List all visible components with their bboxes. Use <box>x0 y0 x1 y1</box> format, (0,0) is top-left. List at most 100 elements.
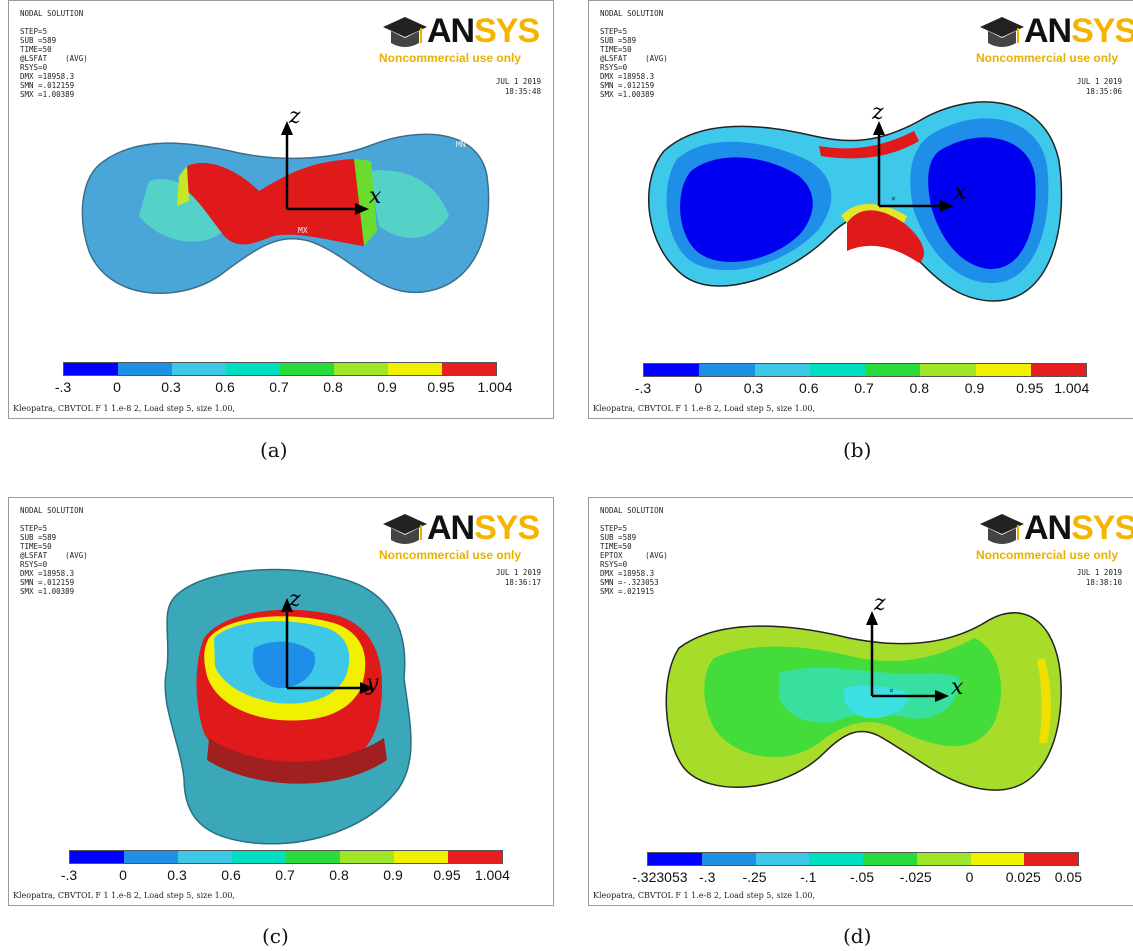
caption-a: (a) <box>260 438 288 462</box>
stat-line: SMX =1.00389 <box>20 587 75 596</box>
ansys-wordmark: ANSYS <box>427 509 540 547</box>
graduation-cap-icon <box>383 17 427 47</box>
graduation-cap-icon <box>383 514 427 544</box>
node-marker: × <box>889 686 894 695</box>
color-legend-bar <box>69 850 503 864</box>
solution-header: NODAL SOLUTION <box>20 506 84 515</box>
date-stamp: JUL 1 2019 <box>495 568 541 577</box>
legend-swatch <box>699 364 755 376</box>
legend-tick: 0.7 <box>275 867 295 883</box>
x-axis-label: x <box>954 180 967 205</box>
legend-swatch <box>755 853 810 865</box>
ansys-logo: ANSYS Noncommercial use only <box>976 11 1133 71</box>
stat-line: SMN =-.323053 <box>600 578 659 587</box>
axis-triad: z x <box>871 100 967 212</box>
solution-header: NODAL SOLUTION <box>600 9 664 18</box>
footer-note: Kleopatra, CBVTOL F 1 1.e-8 2, Load step… <box>593 404 815 413</box>
z-axis-label: z <box>288 587 301 612</box>
stat-line: TIME=50 <box>600 542 632 551</box>
legend-tick: 0.95 <box>1016 380 1044 396</box>
y-axis-label: y <box>365 671 379 696</box>
green-region <box>354 159 377 246</box>
model-plot: MX MN z x <box>81 104 490 294</box>
legend-swatch <box>863 853 917 865</box>
stat-line: @LSFAT (AVG) <box>600 54 668 63</box>
legend-swatch <box>701 853 756 865</box>
legend-tick: -.3 <box>60 867 78 883</box>
logo-caption: Noncommercial use only <box>379 548 522 562</box>
caption-b: (b) <box>843 438 872 462</box>
legend-swatch <box>70 851 124 863</box>
time-stamp: 18:36:17 <box>504 578 541 587</box>
legend-tick: 0.025 <box>1005 869 1041 885</box>
mx-marker: MX <box>298 226 308 235</box>
legend-swatch <box>1030 364 1086 376</box>
stat-line: STEP=5 <box>20 524 48 533</box>
panel-b: NODAL SOLUTION STEP=5 SUB =589 TIME=50 @… <box>588 0 1133 419</box>
stat-line: SUB =589 <box>600 36 637 45</box>
time-stamp: 18:38:10 <box>1085 578 1122 587</box>
legend-swatch <box>448 851 502 863</box>
dark-red-band <box>207 738 387 784</box>
legend-tick: 0.8 <box>323 379 343 395</box>
legend-tick: 0.9 <box>964 380 985 396</box>
legend-tick: 0 <box>119 867 127 883</box>
stat-line: SMX =1.00389 <box>20 90 75 99</box>
x-axis-label: x <box>369 184 382 209</box>
legend-swatch <box>644 364 700 376</box>
legend-tick: 0.6 <box>799 380 819 396</box>
axis-triad: z y <box>281 587 379 696</box>
legend-tick: 0.7 <box>854 380 874 396</box>
stat-line: SMN =.012159 <box>600 81 655 90</box>
logo-caption: Noncommercial use only <box>379 51 522 65</box>
legend-swatch <box>754 364 810 376</box>
date-stamp: JUL 1 2019 <box>1076 568 1122 577</box>
graduation-cap-icon <box>980 514 1024 544</box>
legend-tick: 0.05 <box>1054 869 1083 885</box>
stat-line: @LSFAT (AVG) <box>20 54 88 63</box>
stat-line: SUB =589 <box>20 36 57 45</box>
stat-line: DMX =18958.3 <box>20 569 75 578</box>
legend-tick: 0.8 <box>329 867 349 883</box>
legend-swatch <box>865 364 921 376</box>
footer-note: Kleopatra, CBVTOL F 1 1.e-8 2, Load step… <box>13 891 235 900</box>
legend-ticks: -.3 0 0.3 0.6 0.7 0.8 0.9 0.95 1.004 <box>635 380 1089 396</box>
legend-swatch <box>809 853 863 865</box>
stats-block: STEP=5 SUB =589 TIME=50 @LSFAT (AVG) RSY… <box>600 27 668 99</box>
legend-tick: 0.95 <box>433 867 461 883</box>
legend-tick: -.1 <box>800 869 817 885</box>
legend-swatch <box>172 363 226 375</box>
legend-tick: -.25 <box>742 869 767 885</box>
legend-swatch <box>340 851 394 863</box>
stat-line: SMN =.012159 <box>20 578 75 587</box>
legend-swatch <box>286 851 340 863</box>
legend-swatch <box>334 363 388 375</box>
legend-tick: 0.3 <box>743 380 764 396</box>
stats-block: STEP=5 SUB =589 TIME=50 EPTOX (AVG) RSYS… <box>600 524 668 596</box>
color-legend-bar <box>643 363 1087 377</box>
legend-ticks: -.3 0 0.3 0.6 0.7 0.8 0.9 0.95 1.004 <box>61 867 510 883</box>
stat-line: DMX =18958.3 <box>600 569 655 578</box>
stat-line: DMX =18958.3 <box>20 72 75 81</box>
legend-tick: 0.9 <box>383 867 403 883</box>
time-stamp: 18:35:06 <box>1085 87 1122 96</box>
stat-line: STEP=5 <box>600 524 628 533</box>
legend-swatch <box>916 853 971 865</box>
legend-swatch <box>124 851 178 863</box>
stat-line: STEP=5 <box>600 27 628 36</box>
legend-swatch <box>388 363 442 375</box>
panel-d: NODAL SOLUTION STEP=5 SUB =589 TIME=50 E… <box>588 497 1133 906</box>
mn-marker: MN <box>456 140 466 149</box>
legend-tick: 0.6 <box>215 379 235 395</box>
legend-swatch <box>118 363 172 375</box>
stat-line: SMX =1.00389 <box>600 90 655 99</box>
stat-line: EPTOX (AVG) <box>600 551 668 560</box>
red-region <box>187 159 366 246</box>
deep-blue-region <box>680 157 813 263</box>
legend-tick: 0.8 <box>909 380 929 396</box>
ansys-wordmark: ANSYS <box>427 12 540 50</box>
legend-tick: 0 <box>965 869 974 885</box>
legend-ticks: -.3 0 0.3 0.6 0.7 0.8 0.9 0.95 1.004 <box>55 379 513 395</box>
legend-swatch <box>232 851 286 863</box>
model-plot: × z x <box>665 591 1062 791</box>
